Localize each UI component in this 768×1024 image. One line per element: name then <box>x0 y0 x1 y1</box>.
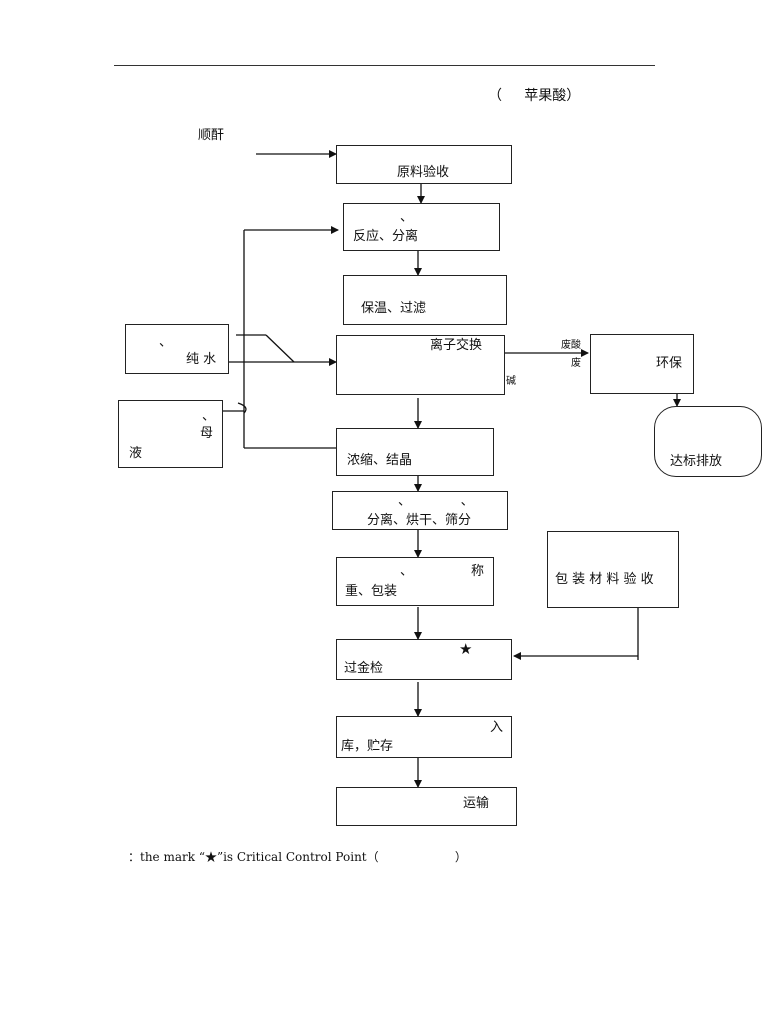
step-weigh-mark: 、 <box>400 564 414 579</box>
step-separation-box <box>332 491 508 530</box>
step-raw-material-label: 原料验收 <box>397 165 450 180</box>
waste-label: 废 <box>571 358 581 369</box>
step-storage-box <box>336 716 512 758</box>
step-storage-top-label: 入 <box>490 720 504 735</box>
page-title: （ 苹果酸） <box>488 88 581 104</box>
mother-liquor-box <box>118 400 223 468</box>
step-transport-box <box>336 787 517 826</box>
step-raw-material-box <box>336 145 512 184</box>
step-reaction-box <box>343 203 500 251</box>
step-ion-exchange-label: 离子交换 <box>430 338 483 353</box>
pure-water-mark: 、 <box>159 335 173 350</box>
waste-acid-label: 废酸 <box>561 340 581 351</box>
packaging-label: 包 装 材 料 验 收 <box>555 572 654 587</box>
step-separation-label: 分离、烘干、筛分 <box>367 513 472 528</box>
step-separation-marks: 、 、 <box>398 494 474 509</box>
alkali-label: 碱 <box>506 376 516 387</box>
input-label: 顺酐 <box>198 128 225 143</box>
step-transport-label: 运输 <box>463 796 490 811</box>
pure-water-box <box>125 324 229 374</box>
mother-liquor-mark: 、 <box>202 409 216 424</box>
step-insulation-label: 保温、过滤 <box>361 301 427 316</box>
ccp-star-icon: ★ <box>459 640 473 658</box>
packaging-box <box>547 531 679 608</box>
footnote: ：the mark “★”is Critical Control Point（ … <box>128 850 467 864</box>
step-insulation-box <box>343 275 507 325</box>
step-weigh-pack-label: 重、包装 <box>345 584 398 599</box>
step-reaction-mark: 、 <box>400 210 414 225</box>
step-concentration-label: 浓缩、结晶 <box>347 453 413 468</box>
mother-liquor-label-2: 液 <box>129 446 143 461</box>
step-metal-detect-box <box>336 639 512 680</box>
step-metal-detect-label: 过金检 <box>344 661 384 676</box>
step-weigh-top-label: 称 <box>471 564 485 579</box>
step-concentration-box <box>336 428 494 476</box>
env-box <box>590 334 694 394</box>
discharge-label: 达标排放 <box>670 454 723 469</box>
step-weigh-pack-box <box>336 557 494 606</box>
top-rule <box>114 65 655 66</box>
step-reaction-label: 反应、分离 <box>353 229 419 244</box>
mother-liquor-label-1: 母 <box>200 426 214 441</box>
env-label: 环保 <box>656 356 683 371</box>
step-ion-exchange-box <box>336 335 505 395</box>
discharge-box <box>654 406 762 477</box>
step-storage-label: 库，贮存 <box>341 739 394 754</box>
pure-water-label: 纯 水 <box>186 352 217 367</box>
